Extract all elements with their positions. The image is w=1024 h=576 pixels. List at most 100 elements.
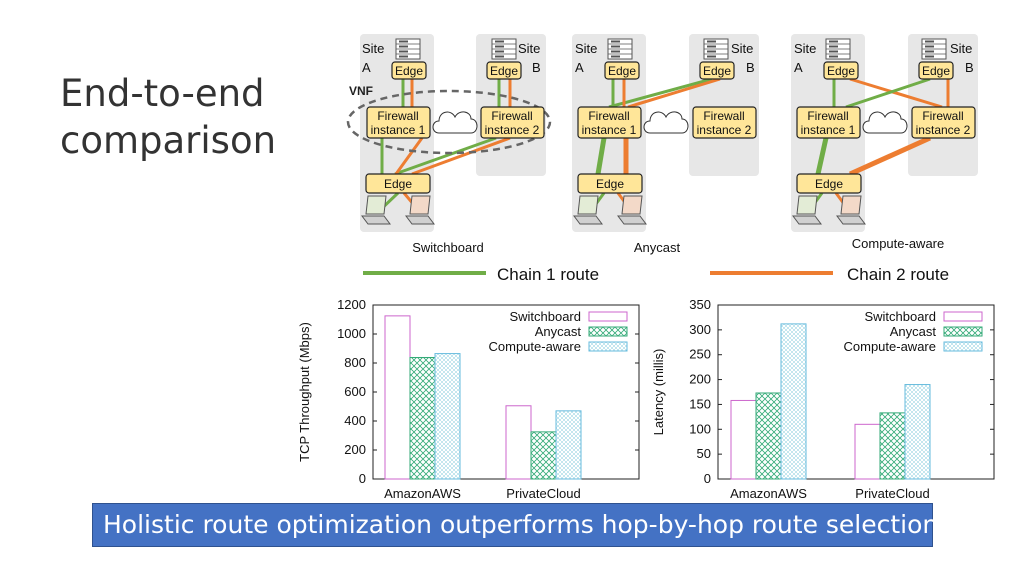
diagram-switchboard: Site A Site B Edge Edge VNF Firewall <box>346 34 552 255</box>
bar <box>730 399 757 480</box>
firewall-label: instance 1 <box>582 123 637 137</box>
chain1-route <box>815 137 829 175</box>
edge-box <box>604 61 640 80</box>
legend-label: Anycast <box>535 324 582 339</box>
y-tick-label: 0 <box>704 471 711 486</box>
site-a-letter: A <box>794 60 803 75</box>
firewall-label: instance 2 <box>485 123 540 137</box>
edge-box <box>486 61 522 80</box>
bar <box>434 353 461 480</box>
firewall-label: Firewall <box>491 109 532 123</box>
bar <box>879 412 906 480</box>
y-axis-label: TCP Throughput (Mbps) <box>297 322 312 462</box>
site-a-label: Site <box>362 41 384 56</box>
edge-label: Edge <box>703 64 731 78</box>
bar <box>780 323 807 480</box>
firewall-box <box>577 106 642 139</box>
server-icon <box>825 38 851 60</box>
site-a-label: Site <box>575 41 597 56</box>
y-tick-label: 1200 <box>337 297 366 312</box>
chain2-route <box>394 137 424 175</box>
chain2-route <box>627 77 721 109</box>
legend-chain1-label: Chain 1 route <box>497 265 599 284</box>
x-tick-label: PrivateCloud <box>506 486 580 501</box>
cloud-icon <box>862 111 908 134</box>
y-axis-label: Latency (millis) <box>651 349 666 436</box>
y-tick-label: 0 <box>359 471 366 486</box>
legend-label: Anycast <box>890 324 937 339</box>
chain1-route <box>845 77 931 109</box>
site-a-label: Site <box>794 41 816 56</box>
site-b-label: Site <box>731 41 753 56</box>
title-line-2: comparison <box>60 119 277 162</box>
legend-swatch <box>943 311 983 322</box>
site-b-label: Site <box>518 41 540 56</box>
firewall-label: Firewall <box>377 109 418 123</box>
diagram-anycast: Site A Site B Edge Edge Firewall instanc… <box>572 34 759 255</box>
chain2-route <box>848 135 932 177</box>
bar <box>384 315 411 480</box>
y-tick-label: 300 <box>689 322 711 337</box>
edge-box <box>918 61 954 80</box>
route-legend: Chain 1 route Chain 2 route <box>363 265 949 284</box>
server-icon <box>703 38 729 60</box>
edge-label: Edge <box>827 64 855 78</box>
bar <box>530 431 557 480</box>
edge-box <box>577 173 643 194</box>
edge-label: Edge <box>384 177 412 191</box>
x-tick-label: AmazonAWS <box>384 486 461 501</box>
y-tick-label: 1000 <box>337 326 366 341</box>
bar <box>904 384 931 480</box>
legend-swatch <box>943 326 983 337</box>
firewall-label: Firewall <box>588 109 629 123</box>
legend-label: Compute-aware <box>844 339 937 354</box>
firewall-box <box>911 106 976 139</box>
firewall-box <box>796 106 861 139</box>
cloud-icon <box>432 111 478 134</box>
y-tick-label: 200 <box>689 372 711 387</box>
vnf-label: VNF <box>349 84 373 98</box>
firewall-box <box>480 106 545 139</box>
y-tick-label: 200 <box>344 442 366 457</box>
legend-swatch <box>588 311 628 322</box>
bar <box>755 392 782 480</box>
bar <box>854 423 881 480</box>
firewall-label: instance 1 <box>371 123 426 137</box>
firewall-label: instance 2 <box>916 123 971 137</box>
diagram-compute-aware: Site A Site B Edge Edge Firewall instanc… <box>791 34 978 251</box>
y-tick-label: 150 <box>689 396 711 411</box>
chain2-route <box>411 136 511 176</box>
y-tick-label: 400 <box>344 413 366 428</box>
edge-label: Edge <box>596 177 624 191</box>
chain1-route <box>394 136 497 176</box>
bar <box>555 410 582 480</box>
legend-swatch <box>588 341 628 352</box>
x-tick-label: PrivateCloud <box>855 486 929 501</box>
site-b-label: Site <box>950 41 972 56</box>
legend-label: Compute-aware <box>489 339 582 354</box>
firewall-box <box>366 106 431 139</box>
bar <box>409 356 436 480</box>
edge-label: Edge <box>490 64 518 78</box>
firewall-box <box>692 106 757 139</box>
firewall-label: Firewall <box>922 109 963 123</box>
y-tick-label: 50 <box>697 446 711 461</box>
legend-swatch <box>588 326 628 337</box>
y-tick-label: 100 <box>689 421 711 436</box>
vnf-group-outline <box>346 89 552 155</box>
server-icon <box>491 38 517 60</box>
diagram-caption: Switchboard <box>412 240 484 255</box>
conclusion-banner: Holistic route optimization outperforms … <box>92 503 938 547</box>
firewall-label: instance 1 <box>801 123 856 137</box>
server-icon <box>607 38 633 60</box>
y-tick-label: 600 <box>344 384 366 399</box>
server-icon <box>921 38 947 60</box>
edge-label: Edge <box>815 177 843 191</box>
chain1-route <box>608 77 713 109</box>
y-tick-label: 250 <box>689 347 711 362</box>
edge-label: Edge <box>608 64 636 78</box>
